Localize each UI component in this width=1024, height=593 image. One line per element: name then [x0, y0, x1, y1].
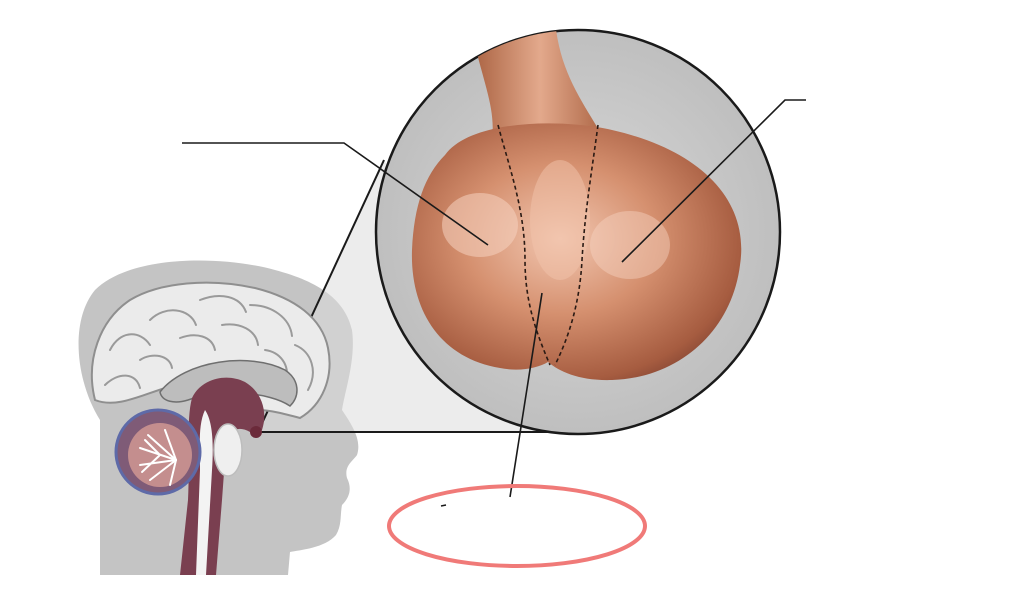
pituitary-location [250, 426, 262, 438]
infundibulum [470, 30, 610, 150]
lobe-boundary-right [554, 124, 599, 366]
magnified-gland [411, 30, 742, 381]
brain-folds [104, 295, 314, 391]
pons [213, 423, 243, 477]
leader-line-bottom [509, 292, 543, 498]
gland-highlight-left [442, 193, 518, 257]
leader-line-upper-right [621, 99, 806, 263]
arbor-vitae [139, 429, 177, 486]
leader-line-upper-left [182, 142, 489, 246]
gland-highlight-right [590, 211, 670, 279]
highlight-ring [387, 484, 647, 568]
gland-highlight-center [530, 160, 590, 280]
small-tick [440, 504, 447, 507]
lobe-boundary-left [497, 124, 551, 366]
